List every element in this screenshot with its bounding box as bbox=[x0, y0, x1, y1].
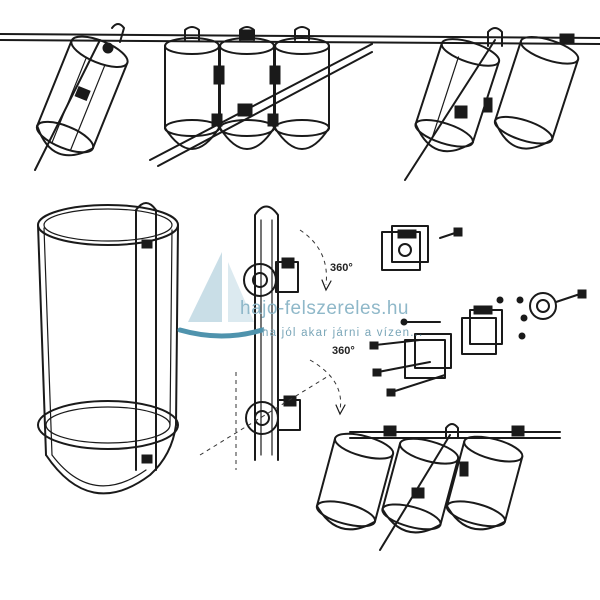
rotating-bracket-detail bbox=[199, 205, 346, 470]
basket-large-detail bbox=[37, 202, 179, 495]
rotation-label-upper: 360° bbox=[330, 262, 353, 274]
basket-group-top-right bbox=[404, 27, 580, 181]
rotation-label-lower: 360° bbox=[332, 345, 355, 357]
exploded-hardware bbox=[369, 225, 587, 397]
basket-top-left bbox=[35, 35, 129, 157]
sailboat-logo bbox=[177, 252, 265, 339]
basket-group-bottom-right bbox=[315, 423, 561, 551]
basket-group-top-middle bbox=[164, 26, 330, 150]
watermark-tagline: ha jól akar járni a vízen... bbox=[262, 327, 424, 339]
watermark-brand: hajo-felszereles.hu bbox=[240, 298, 409, 319]
